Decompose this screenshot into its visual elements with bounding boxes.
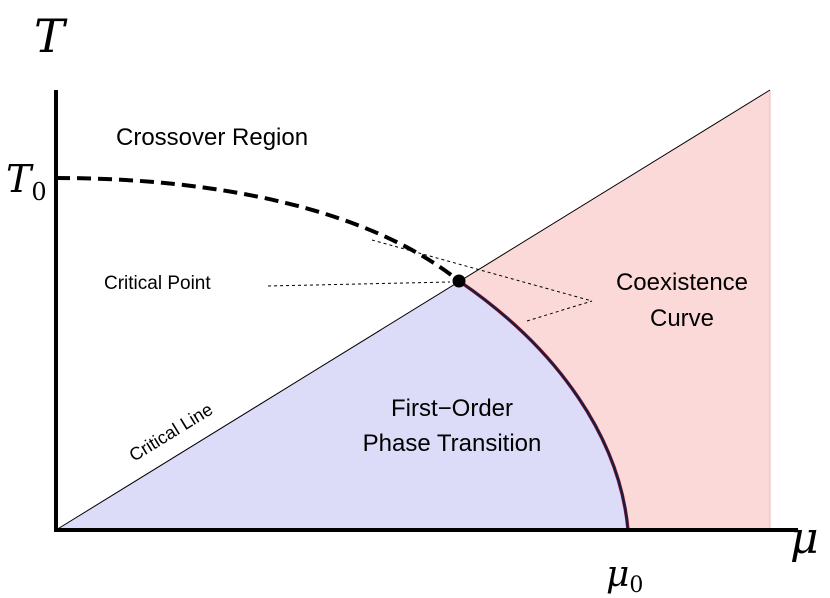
y-axis-label: T bbox=[34, 9, 68, 63]
coexistence-region bbox=[459, 90, 770, 530]
first-order-region bbox=[56, 281, 628, 530]
coexistence-label-line1: Coexistence bbox=[616, 269, 748, 296]
first-order-label-line1: First−Order bbox=[391, 395, 513, 422]
critical-point-label: Critical Point bbox=[104, 273, 211, 294]
x-axis-label: μ bbox=[790, 513, 819, 564]
coexistence-label-line2: Curve bbox=[650, 305, 714, 332]
first-order-label-line2: Phase Transition bbox=[363, 430, 542, 457]
critical-point-marker bbox=[452, 274, 466, 288]
critical-point-leader bbox=[267, 281, 451, 287]
x-tick-mu0: μ0 bbox=[606, 554, 643, 598]
coexistence-leader-lower bbox=[526, 300, 593, 322]
crossover-dashed-line bbox=[55, 176, 461, 283]
coexistence-curve-inner bbox=[458, 280, 630, 531]
crossover-region-label: Crossover Region bbox=[116, 124, 308, 151]
coexistence-leader-upper bbox=[371, 239, 593, 302]
critical-line bbox=[55, 89, 771, 531]
y-tick-t0: T0 bbox=[6, 157, 47, 206]
